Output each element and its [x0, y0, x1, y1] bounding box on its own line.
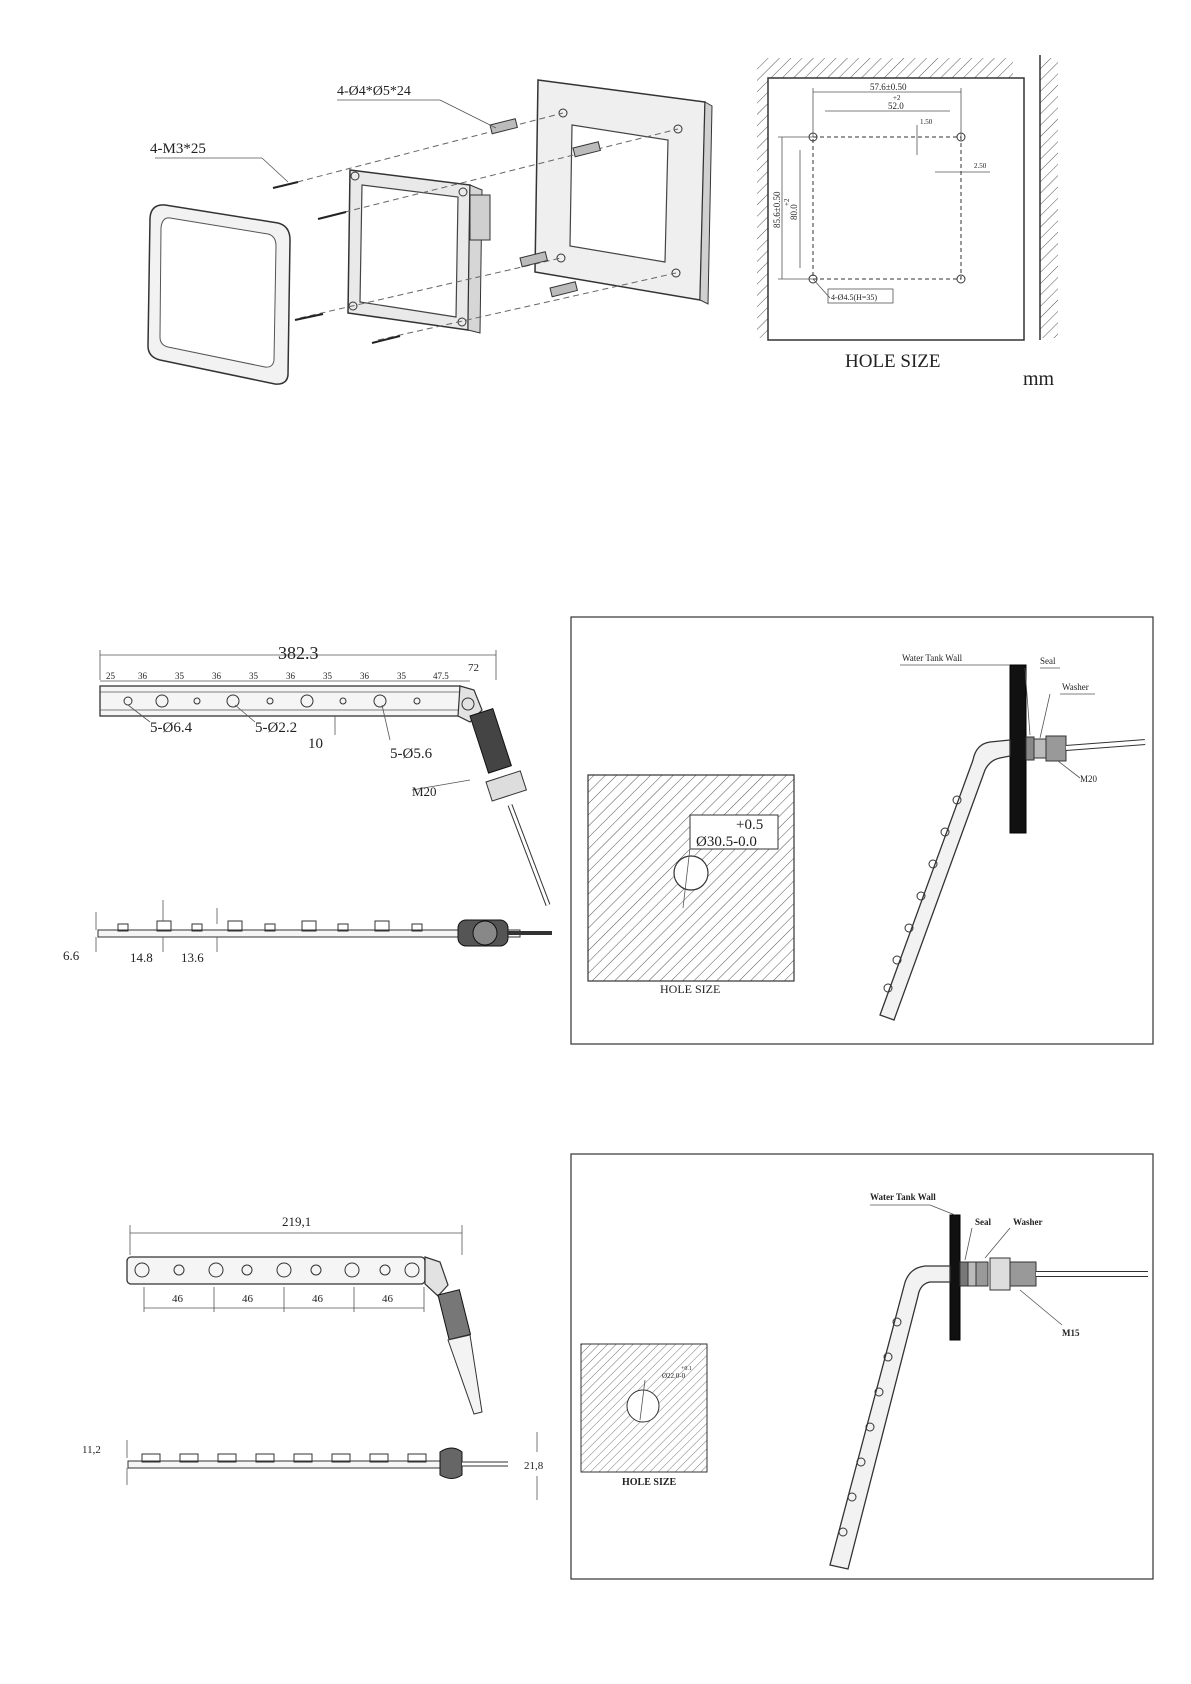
- figure5-frame: [570, 1153, 1154, 1580]
- rod-length: 382.3: [278, 643, 319, 663]
- rod-holes: [134, 1262, 420, 1278]
- tank-wall-label: Water Tank Wall: [902, 653, 963, 663]
- hole-tolerance: +0.1: [681, 1366, 692, 1372]
- thread-label-m20: M20: [412, 784, 437, 799]
- pitch-label: 36: [138, 671, 148, 681]
- sensor-rod: [829, 1265, 951, 1570]
- hole-diameter: Ø22.0-0: [662, 1372, 686, 1380]
- pitch-10-label: 10: [308, 736, 323, 752]
- figure3-installation: +0.5 Ø30.5-0.0 HOLE SIZE Water Tank Wall…: [570, 616, 1154, 1045]
- pitch-label: 35: [249, 671, 259, 681]
- pitch-labels: 25 36 35 36 35 36 35 36 35 47.5: [106, 671, 449, 681]
- thread-label-m20: M20: [1080, 774, 1098, 784]
- pitch-label: 46: [172, 1293, 184, 1305]
- seal-label: Seal: [1040, 656, 1056, 666]
- cutout-outline: [812, 136, 962, 280]
- side-height-13-6: 13.6: [181, 950, 204, 965]
- pitch-label: 46: [242, 1293, 254, 1305]
- screw-label-m3: 4-M3*25: [150, 141, 206, 157]
- dim-inner-height-tol: +2: [783, 198, 791, 206]
- pitch-label: 35: [397, 671, 407, 681]
- side-height-14-8: 14.8: [130, 950, 153, 965]
- thread-label-m15: M15: [1062, 1328, 1080, 1338]
- pitch-label: 35: [323, 671, 333, 681]
- m20-thread: [469, 707, 512, 774]
- rod-side-view: [97, 919, 552, 947]
- pitch-label: 35: [175, 671, 185, 681]
- pitch-label: 36: [286, 671, 296, 681]
- hole-diameter: Ø30.5-0.0: [696, 834, 757, 850]
- figure5-installation: +0.1 Ø22.0-0 HOLE SIZE Water Tank Wall S…: [570, 1153, 1154, 1580]
- pitch-label: 47.5: [433, 671, 449, 681]
- tank-wall-label: Water Tank Wall: [870, 1192, 936, 1202]
- figure1-exploded-view: 4-M3*25 4-Ø4*Ø5*24: [147, 79, 713, 385]
- side-height-11-2: 11,2: [82, 1444, 101, 1456]
- hole-tolerance: +0.5: [736, 817, 763, 833]
- seal-label: Seal: [975, 1217, 992, 1227]
- dim-inner-height: 80.0: [789, 204, 799, 220]
- pitch-label: 36: [212, 671, 222, 681]
- hole-label-2-2: 5-Ø2.2: [255, 720, 297, 736]
- rod-length: 219,1: [282, 1214, 311, 1229]
- pitch-label: 46: [382, 1293, 394, 1305]
- base-housing: [347, 169, 491, 334]
- unit-label: mm: [1023, 368, 1055, 390]
- pitch-label: 25: [106, 671, 116, 681]
- dim-inner-width-tol: +2: [893, 94, 901, 102]
- cutout-hole: [673, 855, 709, 891]
- side-height-21-8: 21,8: [524, 1460, 544, 1472]
- pitch-label: 46: [312, 1293, 324, 1305]
- screw-label-anchor: 4-Ø4*Ø5*24: [337, 84, 411, 99]
- tank-wall: [949, 1214, 961, 1341]
- sensor-rod: [879, 739, 1011, 1021]
- front-cover: [147, 204, 291, 385]
- dim-top-offset: 1.50: [920, 118, 933, 126]
- dim-inner-width: 52.0: [888, 101, 904, 111]
- end-length: 72: [468, 662, 479, 674]
- rod-holes: [838, 1317, 902, 1537]
- rod-holes: [123, 694, 421, 708]
- tank-wall: [1009, 664, 1027, 834]
- dim-right-offset: 2.50: [974, 162, 987, 170]
- mounting-plate: [534, 79, 713, 305]
- hole-size-caption: HOLE SIZE: [660, 982, 720, 996]
- hole-size-caption: HOLE SIZE: [622, 1477, 677, 1488]
- figure4-short-rod: 219,1 46 46 46 46: [82, 1214, 544, 1500]
- side-height-6-6: 6.6: [63, 948, 80, 963]
- dim-outer-height: 85.6±0.50: [772, 191, 782, 228]
- wall-panel: [767, 77, 1025, 341]
- washer-label: Washer: [1013, 1217, 1043, 1227]
- mounting-hole-label: 4-Ø4.5(H=35): [831, 293, 877, 302]
- rod-side-view: [127, 1447, 508, 1479]
- rod-holes: [883, 795, 962, 993]
- dim-outer-width: 57.6±0.50: [870, 82, 907, 92]
- washer-label: Washer: [1062, 682, 1089, 692]
- screws: [272, 118, 602, 344]
- hole-size-caption: HOLE SIZE: [845, 351, 941, 372]
- hole-label-5-6: 5-Ø5.6: [390, 746, 433, 762]
- pitch-label: 36: [360, 671, 370, 681]
- hole-label-6-4: 5-Ø6.4: [150, 720, 193, 736]
- figure2-long-rod: 382.3 25 36 35 36 35 36 35 36 35 47.5 72: [63, 643, 552, 965]
- figure3-frame: [570, 616, 1154, 1045]
- figure1-hole-size: 57.6±0.50 52.0 +2 1.50 2.50 85.6±0.50 80…: [757, 55, 1058, 390]
- rod-body: [99, 685, 461, 717]
